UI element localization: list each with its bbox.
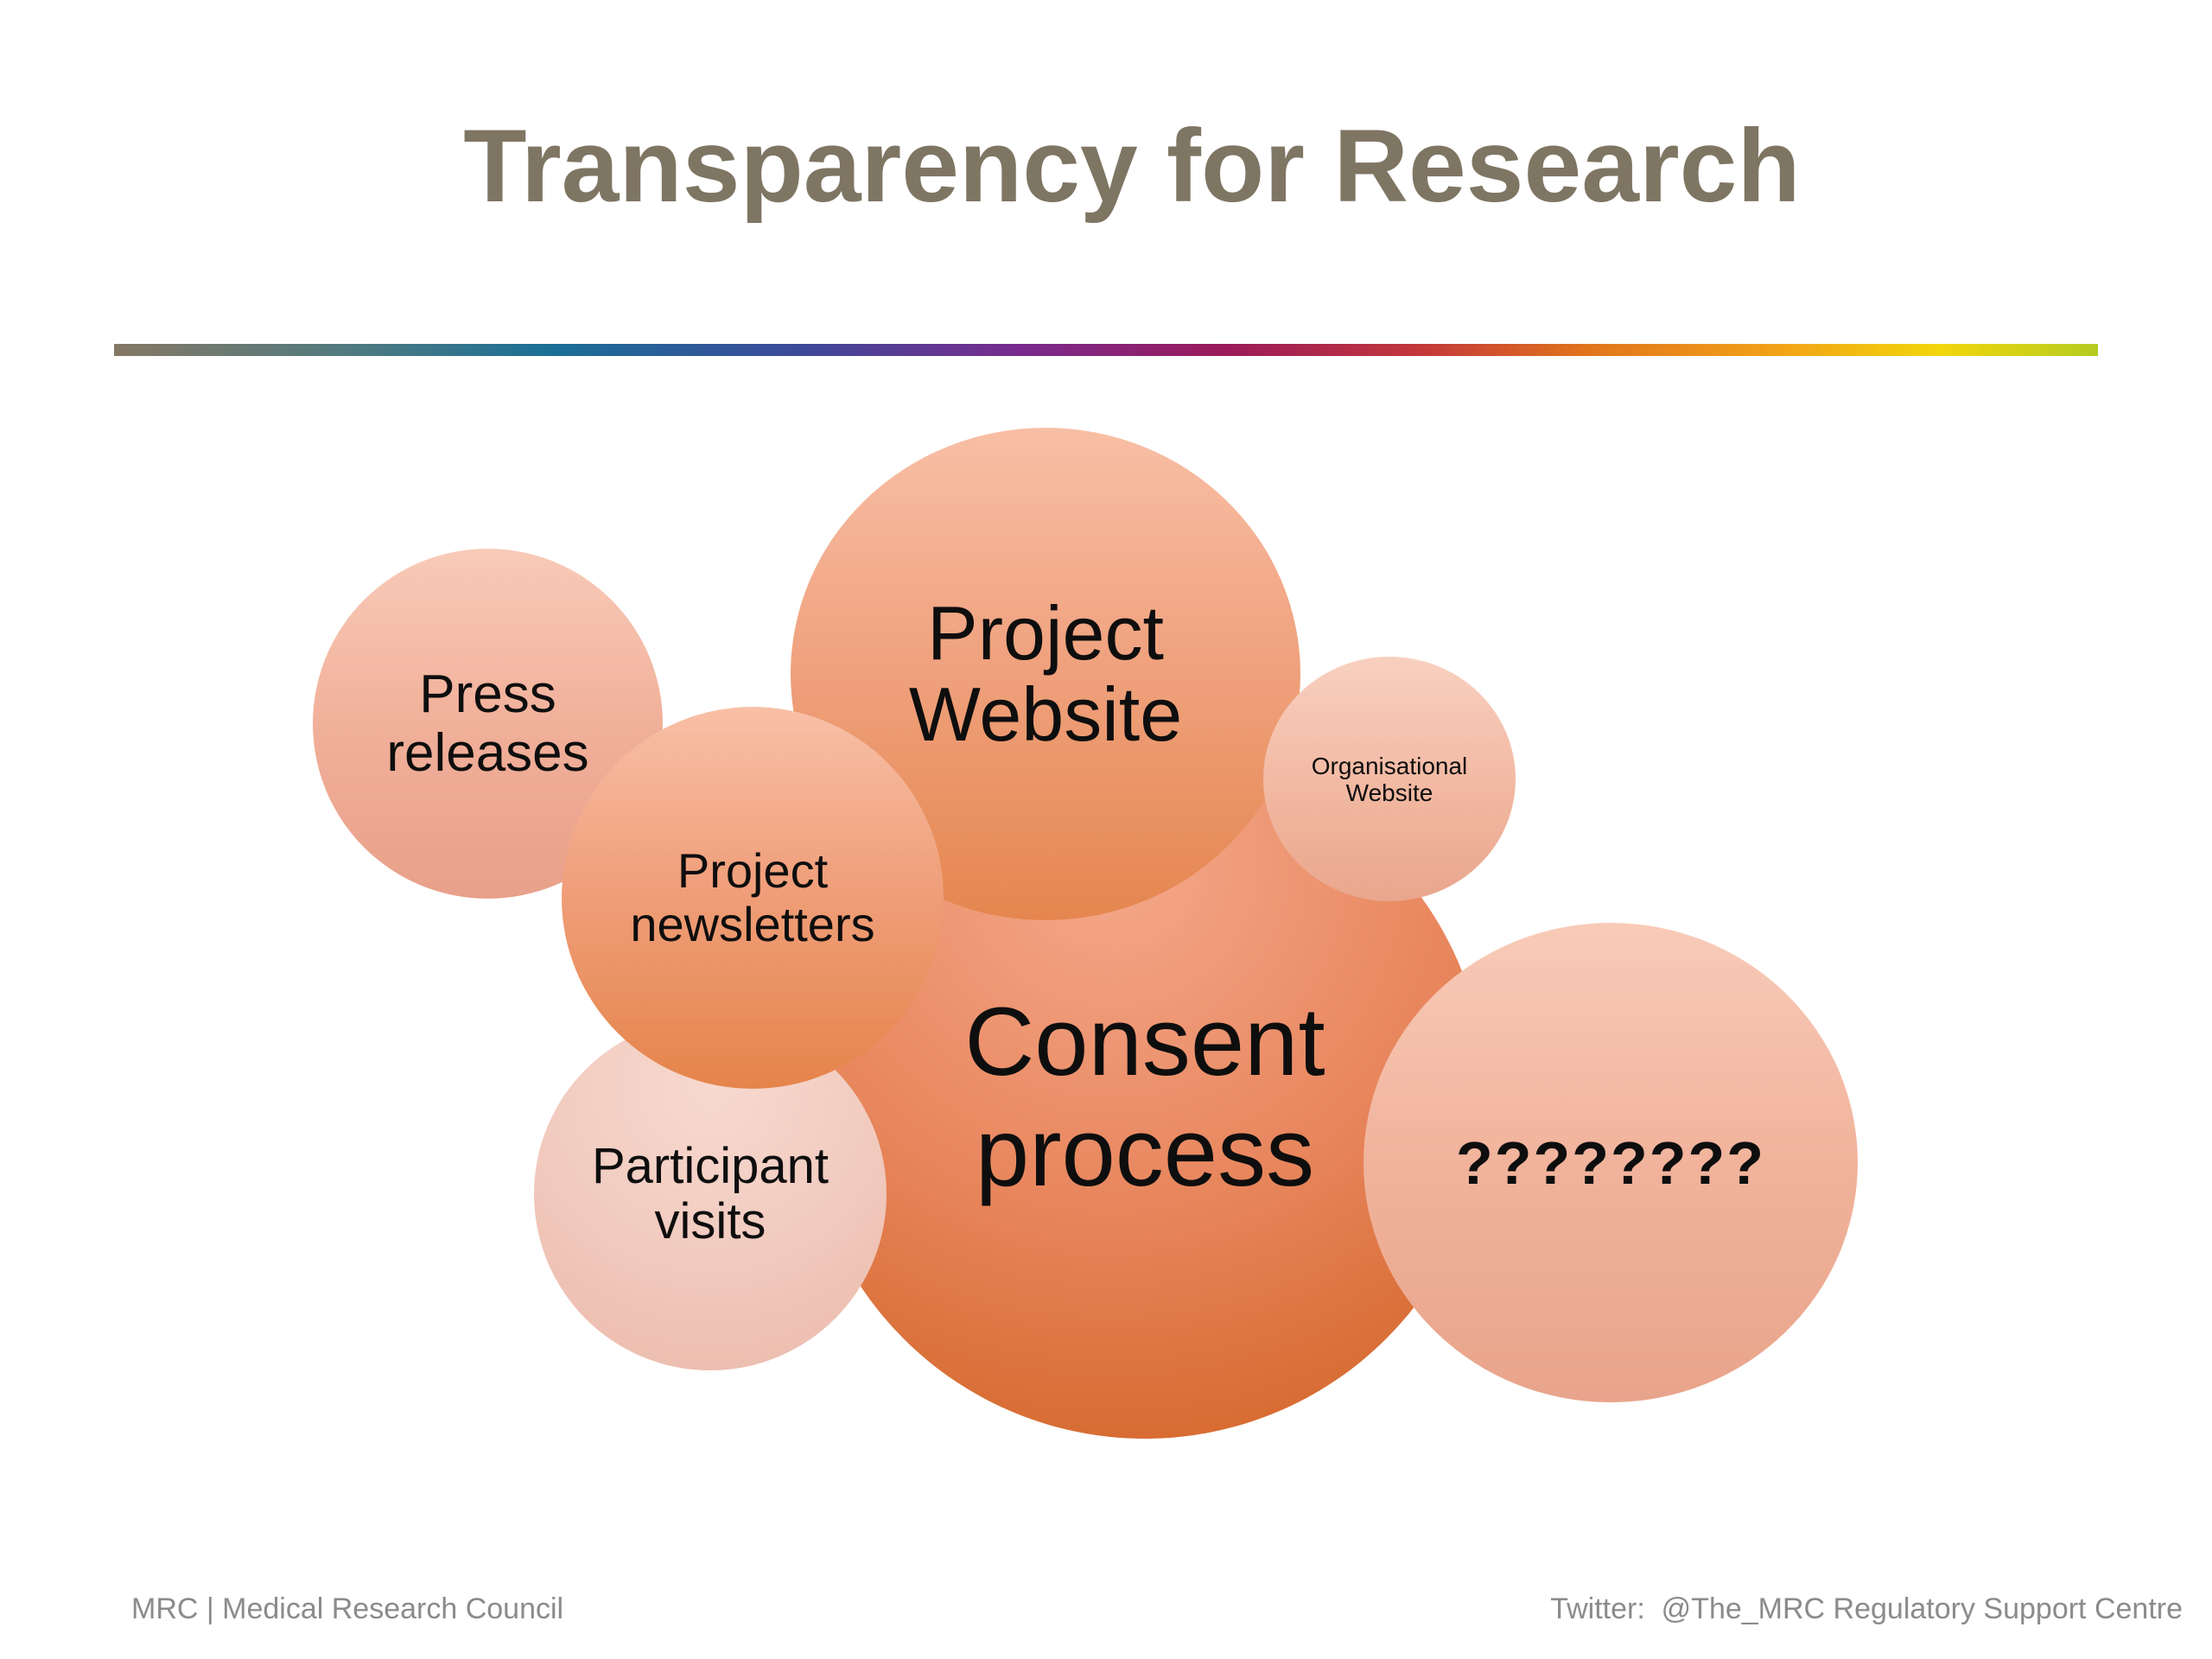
footer-organisation: MRC | Medical Research Council [131, 1592, 564, 1625]
bubble-participant-visits-label: Participant visits [591, 1138, 830, 1249]
bubble-organisational-website-label: Organisational Website [1311, 752, 1468, 806]
title-divider [114, 344, 2098, 356]
bubble-project-newsletters-label: Project newsletters [630, 843, 875, 951]
bubble-press-releases-label: Press releases [386, 664, 589, 783]
slide-title: Transparency for Research [463, 108, 1801, 224]
bubble-unknown-label: ???????? [1455, 1128, 1766, 1197]
bubble-organisational-website: Organisational Website [1263, 657, 1516, 901]
bubble-project-website-label: Project Website [908, 590, 1183, 757]
footer-twitter: Twitter: @The_MRC Regulatory Support Cen… [1550, 1592, 2183, 1625]
bubble-project-newsletters: Project newsletters [562, 707, 944, 1089]
bubble-consent-process-label: Consent process [964, 988, 1325, 1206]
bubble-unknown: ???????? [1363, 923, 1858, 1402]
